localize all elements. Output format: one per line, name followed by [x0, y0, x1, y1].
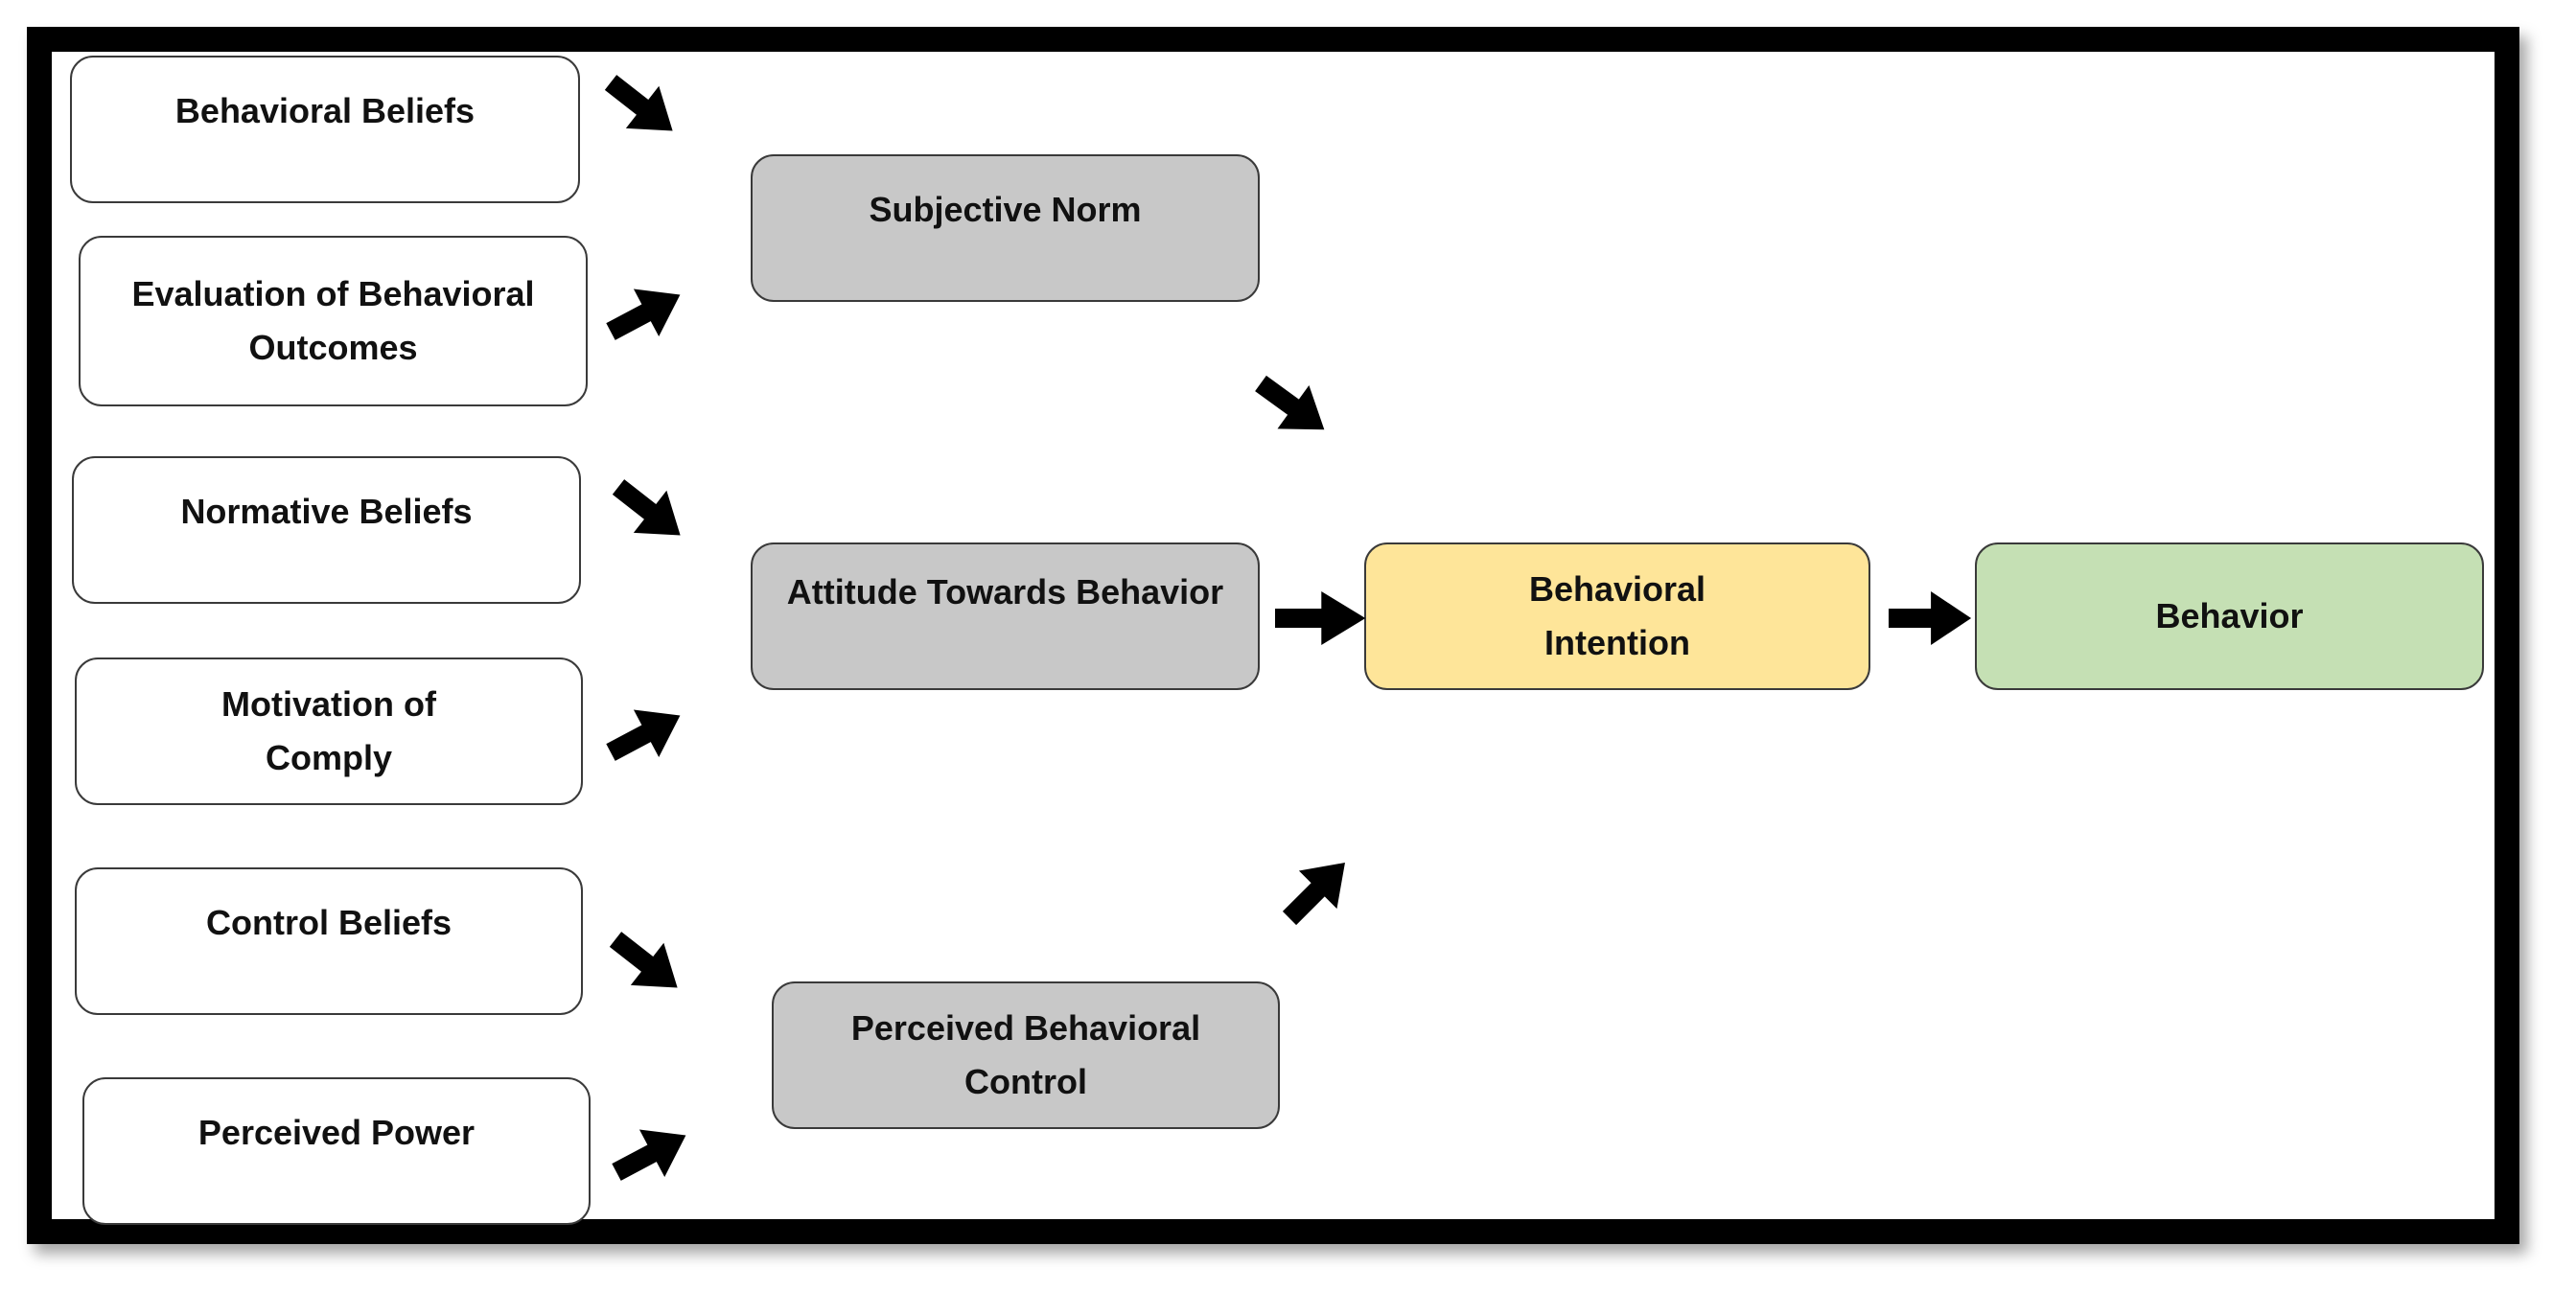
arrow-motivation-to-attitude — [597, 691, 693, 776]
node-subjective-norm: Subjective Norm — [751, 154, 1260, 302]
node-behavioral-intention: Behavioral Intention — [1364, 542, 1870, 690]
arrow-evaluation-to-subjective-norm — [597, 270, 693, 356]
node-behavior: Behavior — [1975, 542, 2484, 690]
node-control-beliefs: Control Beliefs — [75, 867, 583, 1015]
node-behavioral-beliefs: Behavioral Beliefs — [70, 56, 580, 203]
node-label: Behavior — [2155, 596, 2304, 635]
arrow-pbc-to-intention — [1270, 843, 1364, 937]
node-label: Evaluation of Behavioral Outcomes — [131, 274, 535, 367]
arrow-behavioral-beliefs-to-subjective-norm — [593, 60, 689, 152]
node-label: Subjective Norm — [869, 190, 1142, 229]
arrow-attitude-to-intention — [1275, 591, 1366, 645]
node-label: Perceived Power — [197, 1113, 476, 1152]
node-perceived-behavioral-control: Perceived Behavioral Control — [772, 981, 1280, 1129]
arrow-subjective-norm-to-intention — [1244, 361, 1340, 451]
arrow-intention-to-behavior — [1889, 591, 1972, 645]
node-normative-beliefs: Normative Beliefs — [72, 456, 581, 604]
node-label: Normative Beliefs — [180, 492, 473, 531]
node-label: Control Beliefs — [205, 903, 453, 942]
node-label: Motivation of Comply — [221, 684, 436, 777]
node-evaluation-of-behavioral-outcomes: Evaluation of Behavioral Outcomes — [79, 236, 588, 406]
node-label: Attitude Towards Behavior — [786, 572, 1224, 611]
node-label: Behavioral Intention — [1528, 569, 1706, 662]
arrow-perceived-power-to-pbc — [603, 1111, 699, 1196]
node-label: Behavioral Beliefs — [174, 91, 476, 130]
node-label: Perceived Behavioral Control — [850, 1008, 1201, 1101]
arrow-control-beliefs-to-pbc — [598, 917, 694, 1009]
node-perceived-power: Perceived Power — [82, 1077, 591, 1225]
node-motivation-of-comply: Motivation of Comply — [75, 658, 583, 805]
node-attitude-towards-behavior: Attitude Towards Behavior — [751, 542, 1260, 690]
arrow-normative-beliefs-to-attitude — [601, 465, 697, 557]
